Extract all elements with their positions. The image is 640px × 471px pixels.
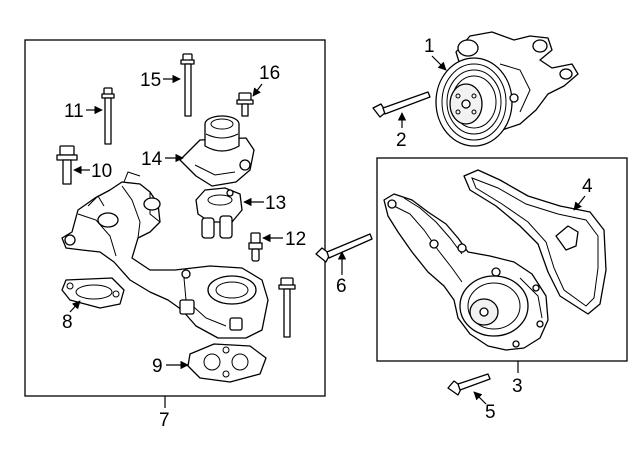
gasket-4[interactable]	[463, 169, 607, 315]
thermostat-housing-14[interactable]	[179, 115, 255, 187]
bolt-11[interactable]	[101, 87, 115, 145]
thermostat-13[interactable]	[195, 187, 243, 239]
group-frame-7	[24, 39, 326, 397]
leader-5	[473, 391, 487, 405]
callout-3: 3	[512, 376, 523, 397]
gasket-8[interactable]	[61, 277, 125, 309]
callout-11: 11	[64, 101, 84, 122]
leader-1	[431, 55, 447, 71]
water-outlet-manifold[interactable]	[61, 171, 269, 339]
leader-16	[252, 83, 263, 97]
water-pump-housing[interactable]	[383, 193, 549, 351]
callout-9: 9	[152, 356, 163, 377]
callout-6: 6	[336, 276, 347, 297]
bolt-10[interactable]	[56, 145, 78, 185]
callout-13: 13	[265, 193, 286, 214]
bolt-manifold[interactable]	[278, 277, 296, 338]
sensor-12[interactable]	[248, 232, 263, 262]
leader-4	[573, 195, 586, 211]
callout-12: 12	[285, 229, 306, 250]
callout-4: 4	[582, 176, 593, 197]
callout-10: 10	[91, 161, 112, 182]
bolt-5[interactable]	[447, 373, 491, 396]
leader-8	[69, 300, 81, 313]
gasket-9[interactable]	[187, 343, 267, 383]
callout-14: 14	[141, 149, 163, 170]
bolt-15[interactable]	[180, 53, 195, 117]
bolt-2[interactable]	[372, 91, 431, 118]
callout-15: 15	[140, 70, 161, 91]
callout-2: 2	[396, 130, 407, 151]
callout-5: 5	[485, 402, 496, 423]
group-frame-3	[376, 157, 628, 362]
water-pump-1[interactable]	[435, 31, 579, 147]
callout-1: 1	[424, 36, 435, 57]
bolt-16[interactable]	[236, 92, 254, 117]
callout-8: 8	[62, 312, 73, 333]
callout-16: 16	[259, 63, 280, 84]
callout-7: 7	[159, 410, 170, 431]
